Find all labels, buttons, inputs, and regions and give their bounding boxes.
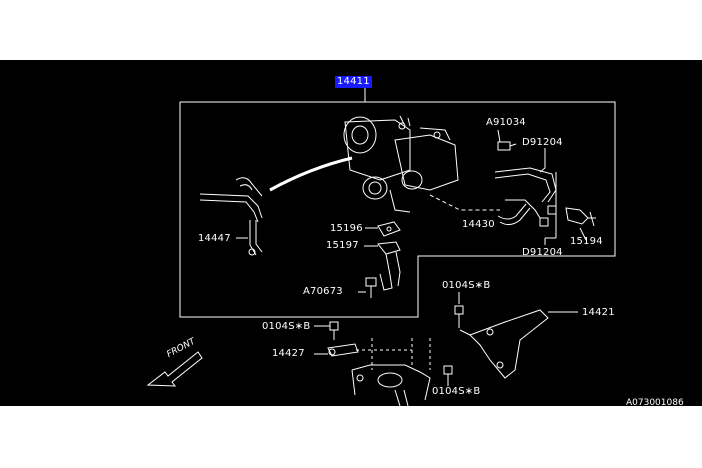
parts-diagram-canvas: 14411 A91034 D91204 15196 15197 14447 14… — [0, 60, 702, 406]
hose-14447 — [199, 177, 263, 256]
part-label-15196[interactable]: 15196 — [330, 223, 363, 234]
pipe-14430 — [429, 167, 557, 245]
turbocharger — [343, 115, 459, 213]
part-label-0104sb-lower[interactable]: 0104S∗B — [432, 386, 481, 397]
assembly-boundary — [179, 101, 616, 318]
diagram-drawing — [146, 88, 616, 406]
part-label-0104sb-upper[interactable]: 0104S∗B — [442, 280, 491, 291]
part-label-d91204-lower[interactable]: D91204 — [522, 247, 563, 258]
bolt-a70673 — [358, 277, 377, 298]
part-label-d91204-upper[interactable]: D91204 — [522, 137, 563, 148]
intake-duct — [269, 156, 353, 192]
part-label-14421[interactable]: 14421 — [582, 307, 615, 318]
front-arrow — [146, 351, 203, 387]
gasket-15196 — [365, 221, 401, 237]
engine-block-fragment — [351, 364, 431, 406]
part-label-14427[interactable]: 14427 — [272, 348, 305, 359]
pipe-15197 — [364, 241, 401, 291]
bracket-14421 — [459, 309, 578, 379]
bolt-0104sb-lower — [443, 365, 453, 386]
part-label-14430[interactable]: 14430 — [462, 219, 495, 230]
bracket-14427 — [314, 321, 359, 357]
part-label-14411[interactable]: 14411 — [335, 76, 372, 88]
bolt-15194 — [565, 207, 596, 227]
bolt-a91034 — [497, 129, 517, 151]
part-label-15194[interactable]: 15194 — [570, 236, 603, 247]
part-label-a70673[interactable]: A70673 — [303, 286, 343, 297]
part-label-a91034[interactable]: A91034 — [486, 117, 526, 128]
part-label-14447[interactable]: 14447 — [198, 233, 231, 244]
part-label-15197[interactable]: 15197 — [326, 240, 359, 251]
bolt-0104sb-upper — [454, 292, 464, 328]
diagram-code: A073001086 — [626, 398, 684, 406]
part-label-0104sb-left[interactable]: 0104S∗B — [262, 321, 311, 332]
